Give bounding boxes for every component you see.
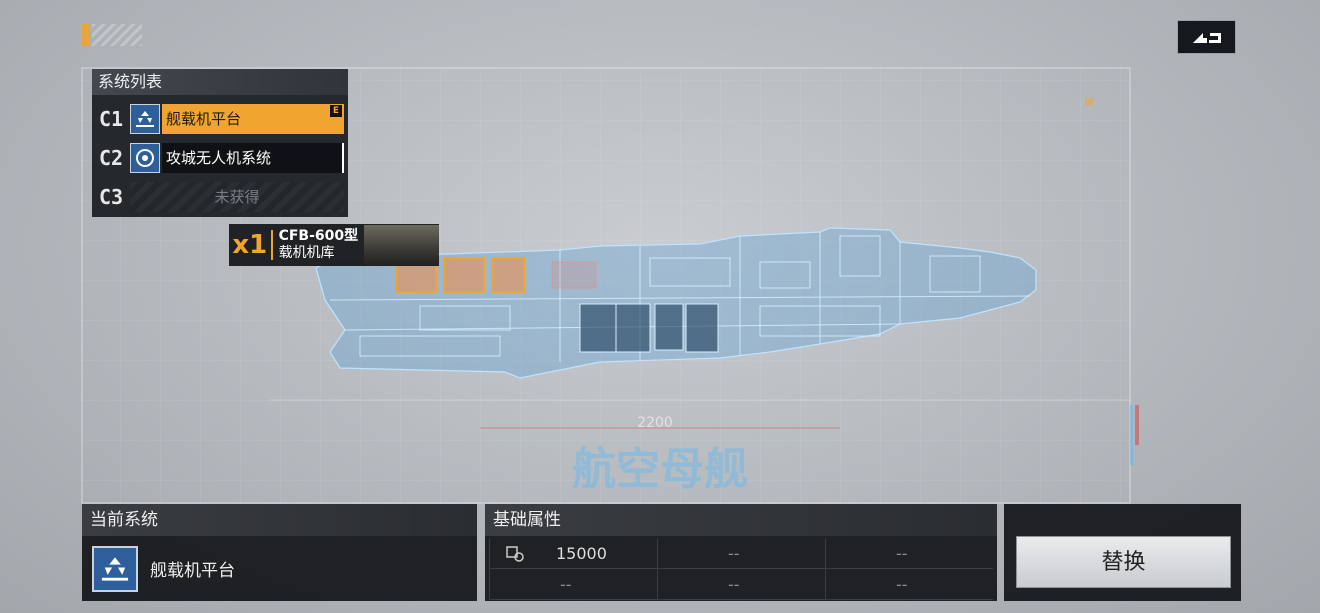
module-thumbnail [363, 225, 439, 265]
current-system-panel: 当前系统 舰载机平台 [82, 504, 477, 601]
module-tag[interactable]: x1 CFB-600型 载机机库 [229, 224, 439, 266]
attributes-grid: 15000 -- -- -- -- -- [489, 538, 993, 600]
drone-system-icon [130, 143, 160, 173]
system-slot-c2[interactable]: C2 攻城无人机系统 [92, 140, 348, 176]
back-button[interactable] [1177, 20, 1236, 54]
module-count: x1 [232, 230, 268, 260]
slot-code: C1 [98, 107, 124, 131]
slot-code: C2 [98, 146, 124, 170]
replace-area: 替换 [1004, 504, 1241, 601]
attribute-cell: -- [657, 538, 825, 569]
attribute-cell: -- [657, 569, 825, 600]
corner-marker [82, 24, 90, 46]
back-arrow-icon [1192, 33, 1221, 43]
attributes-title: 基础属性 [485, 504, 997, 536]
replace-button[interactable]: 替换 [1016, 536, 1231, 588]
slot-locked-label: 未获得 [130, 182, 344, 212]
system-list-panel: 系统列表 C1 舰载机平台 E C2 攻城无人机系统 C3 未获得 [92, 69, 348, 217]
attribute-cell: -- [825, 538, 993, 569]
corner-hatch [92, 24, 142, 46]
system-slot-c3[interactable]: C3 未获得 [92, 179, 348, 215]
module-name: CFB-600型 载机机库 [278, 228, 359, 261]
base-attributes-panel: 基础属性 15000 -- -- -- -- -- [485, 504, 997, 601]
carrier-platform-icon [92, 545, 138, 592]
hangar-capacity-icon [506, 546, 524, 562]
slot-name: 舰载机平台 E [162, 104, 344, 134]
module-separator [270, 230, 273, 260]
carrier-platform-icon [130, 104, 160, 134]
ship-dimension-label: 2200 [637, 415, 673, 431]
current-system-name: 舰载机平台 [150, 561, 235, 581]
ship-type-watermark: 航空母舰 [572, 444, 748, 495]
attribute-cell: -- [825, 569, 993, 600]
current-system-title: 当前系统 [82, 504, 477, 536]
system-list-title: 系统列表 [92, 69, 348, 95]
equipped-badge: E [330, 105, 342, 117]
system-slot-c1[interactable]: C1 舰载机平台 E [92, 101, 348, 137]
attribute-cell: 15000 [489, 538, 657, 569]
slot-code: C3 [98, 185, 124, 209]
slot-name: 攻城无人机系统 [162, 143, 344, 173]
attribute-cell: -- [489, 569, 657, 600]
